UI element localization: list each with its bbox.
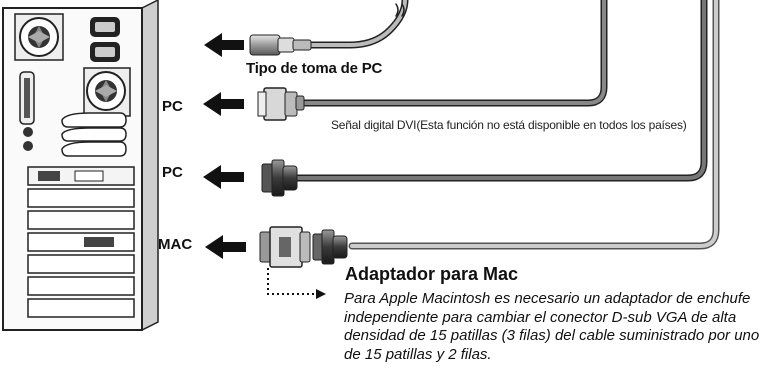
arrow-left-icon (203, 92, 244, 116)
dotted-pointer (267, 268, 326, 299)
arrow-left-icon (203, 165, 244, 189)
power-socket-icon (90, 17, 120, 62)
arrow-left-icon (204, 33, 244, 57)
mac-label: MAC (158, 236, 193, 253)
computer-tower-icon (2, 0, 159, 332)
pc-dvi-label: PC (162, 98, 183, 115)
vga-connector-icon (261, 159, 298, 197)
arrow-left-icon (205, 235, 246, 259)
adapter-title: Adaptador para Mac (345, 264, 519, 284)
adapter-description: Para Apple Macintosh es necesario un ada… (344, 290, 760, 363)
dvi-connector-icon (257, 87, 305, 121)
dvi-note: Señal digital DVI(Esta función no está d… (331, 118, 687, 132)
cables (292, 0, 720, 250)
power-plug-icon (249, 34, 312, 56)
fan-icon (83, 67, 131, 117)
pc-socket-type-label: Tipo de toma de PC (246, 60, 383, 77)
fan-icon (14, 13, 64, 61)
mac-adapter-icon (259, 226, 348, 268)
pc-vga-label: PC (162, 164, 183, 181)
